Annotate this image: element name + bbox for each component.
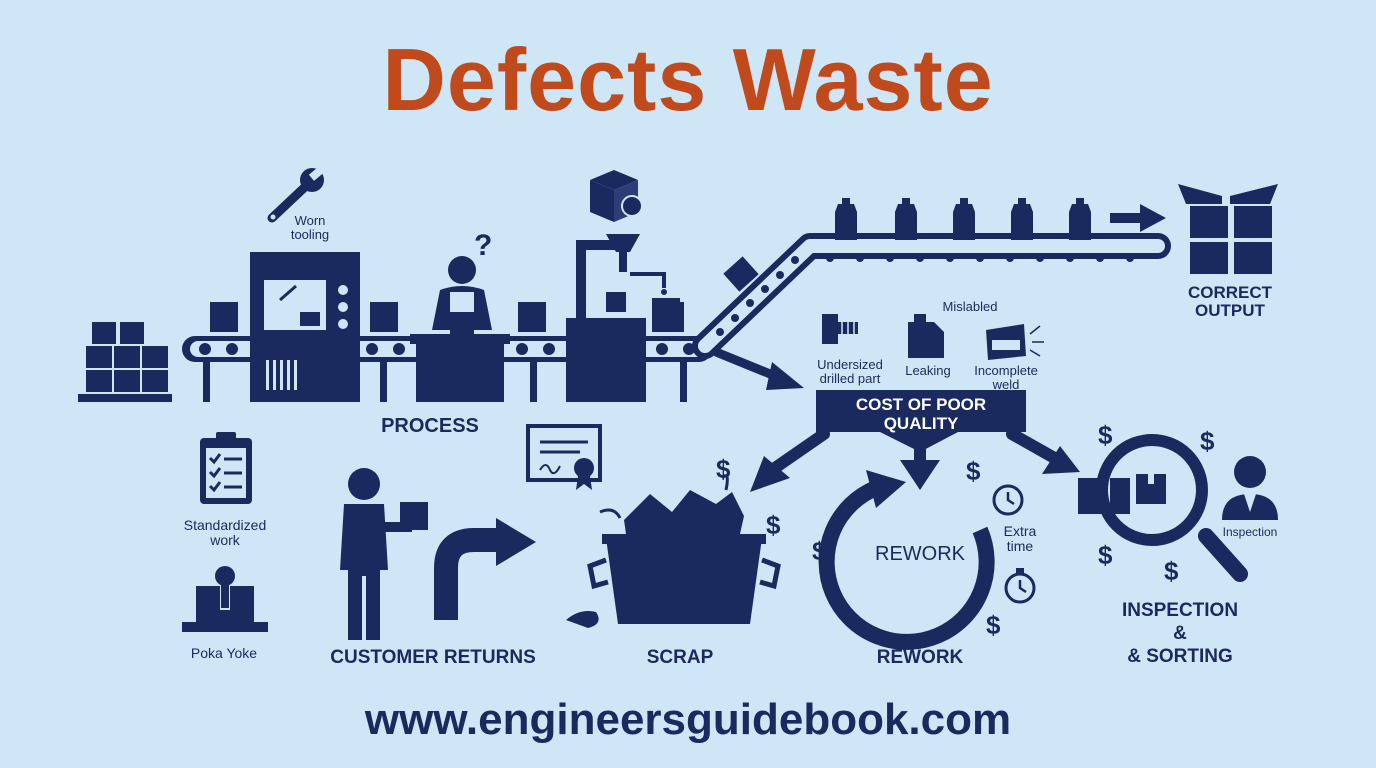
weld-icon: [986, 324, 1044, 360]
customer-returns-label: CUSTOMER RETURNS: [330, 647, 536, 668]
extra-time-label: Extra time: [1003, 523, 1037, 554]
inspector-icon: [1222, 456, 1278, 520]
rework-center-label: REWORK: [875, 543, 965, 565]
dumpster-icon: [566, 474, 781, 628]
inspection-small-label: Inspection: [1222, 525, 1278, 539]
open-box-icon: [1178, 184, 1278, 274]
inclined-conveyor: [692, 233, 1171, 359]
clock-icon: [992, 484, 1024, 516]
dollar-icon: $: [1098, 540, 1113, 570]
rework-label: REWORK: [876, 647, 964, 668]
process-label: PROCESS: [381, 415, 479, 437]
mislabled-label: Mislabled: [942, 299, 998, 314]
certificate-icon: [526, 424, 602, 490]
dollar-icon: $: [1098, 420, 1113, 450]
dollar-icon: $: [966, 456, 981, 486]
dollar-icon: $: [1200, 426, 1215, 456]
rework-cycle-icon: [818, 470, 995, 650]
branch-arrows: [750, 428, 1080, 492]
undersized-label: Undersized drilled part: [817, 357, 883, 386]
worker-icon: [410, 256, 510, 402]
poka-yoke-label: Poka Yoke: [190, 645, 258, 661]
incomplete-weld-label: Incomplete weld: [974, 363, 1038, 392]
box-money-icon: [590, 170, 643, 222]
poka-yoke-icon: [182, 566, 268, 632]
cost-of-poor-quality-label: COST OF POOR QUALITY: [855, 395, 987, 433]
filler-machine-icon: [566, 234, 680, 402]
page-title: Defects Waste: [382, 30, 994, 129]
arrow-right-icon: [1110, 204, 1166, 232]
stacked-boxes-icon: [78, 322, 172, 402]
person-carrying-box-icon: [340, 468, 428, 640]
wrench-icon: [267, 167, 324, 223]
scrap-label: SCRAP: [646, 647, 714, 668]
dollar-icon: $: [986, 610, 1001, 640]
dollar-icon: $: [812, 536, 827, 566]
standardized-work-label: Standardized work: [183, 517, 267, 548]
dollar-icon: $: [766, 510, 781, 540]
machine-icon: [250, 252, 360, 402]
worn-tooling-label: Worn tooling: [290, 213, 330, 242]
dollar-icon: $: [1164, 556, 1179, 586]
jug-icon: [908, 314, 944, 358]
website-url[interactable]: www.engineersguidebook.com: [364, 695, 1012, 744]
stopwatch-icon: [1004, 568, 1036, 604]
cost-banner: [816, 390, 1026, 452]
defect-branch-arrow: [711, 347, 804, 390]
dollar-icon: $: [716, 454, 731, 484]
question-icon: ?: [474, 229, 493, 262]
magnifier-icon: [1078, 434, 1248, 582]
bolt-icon: [822, 314, 858, 344]
inspection-sorting-label: INSPECTION & & SORTING: [1121, 600, 1239, 667]
return-arrow-icon: [434, 518, 536, 620]
leaking-label: Leaking: [905, 363, 951, 378]
clipboard-icon: [200, 432, 252, 504]
correct-output-label: CORRECT OUTPUT: [1187, 283, 1273, 320]
